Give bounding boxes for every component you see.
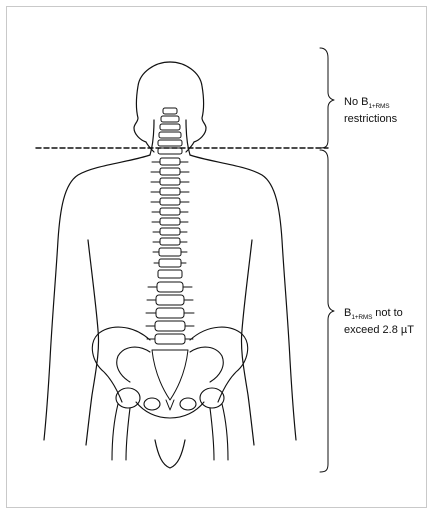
buttocks-line	[155, 440, 185, 468]
torso-left	[44, 155, 150, 440]
obturator-left	[144, 398, 160, 410]
pelvis	[92, 327, 247, 460]
brace-top	[320, 48, 334, 148]
ilium-left	[92, 327, 150, 402]
label-limit-line2: exceed 2.8 µT	[344, 324, 414, 336]
femoral-head-right	[200, 388, 224, 408]
coccyx	[166, 400, 174, 410]
femoral-head-left	[116, 388, 140, 408]
cervical-vertebrae	[158, 108, 182, 154]
femur-right	[210, 404, 228, 460]
ilium-right	[190, 327, 248, 402]
body-outline	[44, 62, 296, 468]
waist-right	[241, 240, 254, 445]
label-no-restrictions-prefix: No B	[344, 96, 368, 108]
torso-right	[190, 155, 296, 440]
sacrum	[152, 350, 188, 400]
label-no-restrictions: No B1+RMS restrictions	[344, 96, 397, 125]
lumbar-vertebrae	[146, 282, 194, 344]
label-no-restrictions-line2: restrictions	[344, 113, 397, 125]
ilium-inner-right	[190, 347, 223, 382]
brace-bottom	[320, 150, 334, 472]
thoracic-vertebrae	[151, 158, 189, 278]
femur-left	[112, 404, 130, 460]
label-no-restrictions-subscript: 1+RMS	[368, 103, 389, 110]
obturator-right	[180, 398, 196, 410]
ilium-inner-left	[117, 347, 150, 382]
label-limit-subscript: 1+RMS	[351, 314, 372, 321]
label-limit-suffix: not to	[372, 307, 403, 319]
waist-left	[86, 240, 99, 445]
spine	[146, 108, 194, 410]
label-limit: B1+RMS not to exceed 2.8 µT	[344, 307, 414, 336]
